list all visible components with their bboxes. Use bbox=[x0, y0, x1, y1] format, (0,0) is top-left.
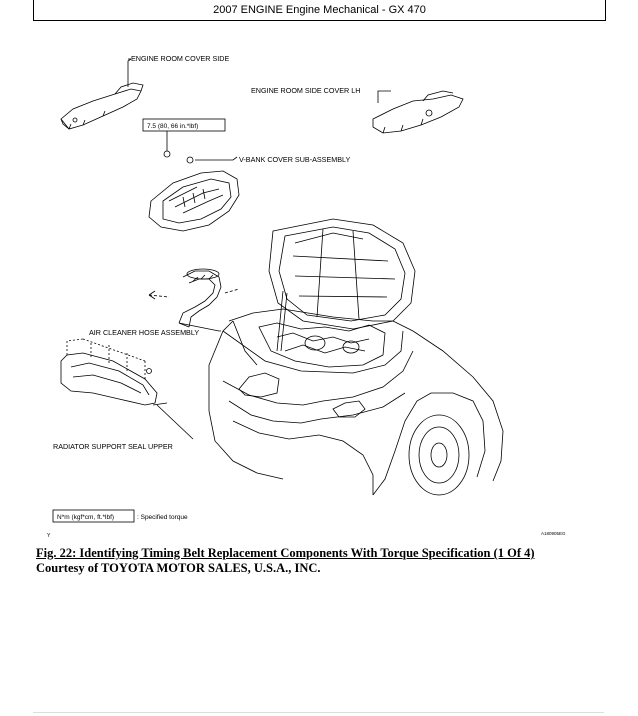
radiator-support-seal-part bbox=[60, 338, 168, 406]
label-air-cleaner-hose: AIR CLEANER HOSE ASSEMBLY bbox=[89, 328, 199, 337]
label-radiator-support-seal: RADIATOR SUPPORT SEAL UPPER bbox=[53, 442, 173, 451]
label-engine-room-side-cover-lh: ENGINE ROOM SIDE COVER LH bbox=[251, 86, 360, 95]
vehicle-hood bbox=[268, 218, 416, 352]
footer-divider bbox=[33, 712, 604, 713]
v-bank-cover-part bbox=[148, 170, 240, 232]
bolt-icon bbox=[163, 150, 171, 158]
image-code: A180905EG bbox=[541, 531, 566, 536]
air-cleaner-hose-part bbox=[148, 268, 240, 328]
illustration-svg: ENGINE ROOM COVER SIDE ENGINE ROOM SIDE … bbox=[47, 54, 566, 539]
legend-box bbox=[52, 509, 135, 523]
caption-title: Fig. 22: Identifying Timing Belt Replace… bbox=[36, 546, 535, 560]
bolt-icon bbox=[186, 156, 194, 164]
label-torque-spec: 7.5 (80, 66 in.*lbf) bbox=[147, 123, 198, 130]
page-header: 2007 ENGINE Engine Mechanical - GX 470 bbox=[33, 0, 606, 21]
technical-illustration: ENGINE ROOM COVER SIDE ENGINE ROOM SIDE … bbox=[33, 21, 604, 545]
corner-mark: Y bbox=[47, 533, 51, 539]
label-v-bank-cover: V-BANK COVER SUB-ASSEMBLY bbox=[239, 155, 351, 164]
legend-box-text: N*m (kgf*cm, ft.*lbf) bbox=[57, 514, 114, 521]
figure-caption: Fig. 22: Identifying Timing Belt Replace… bbox=[36, 546, 606, 576]
engine-room-side-cover-lh-part bbox=[372, 90, 464, 134]
label-engine-room-cover-side: ENGINE ROOM COVER SIDE bbox=[131, 54, 229, 63]
page-header-title: 2007 ENGINE Engine Mechanical - GX 470 bbox=[213, 4, 426, 16]
engine-room-cover-side-part bbox=[60, 58, 144, 130]
caption-credit: Courtesy of TOYOTA MOTOR SALES, U.S.A., … bbox=[36, 561, 321, 575]
torque-spec-box bbox=[142, 118, 226, 132]
legend-description: : Specified torque bbox=[137, 514, 188, 521]
vehicle-front bbox=[208, 308, 504, 496]
